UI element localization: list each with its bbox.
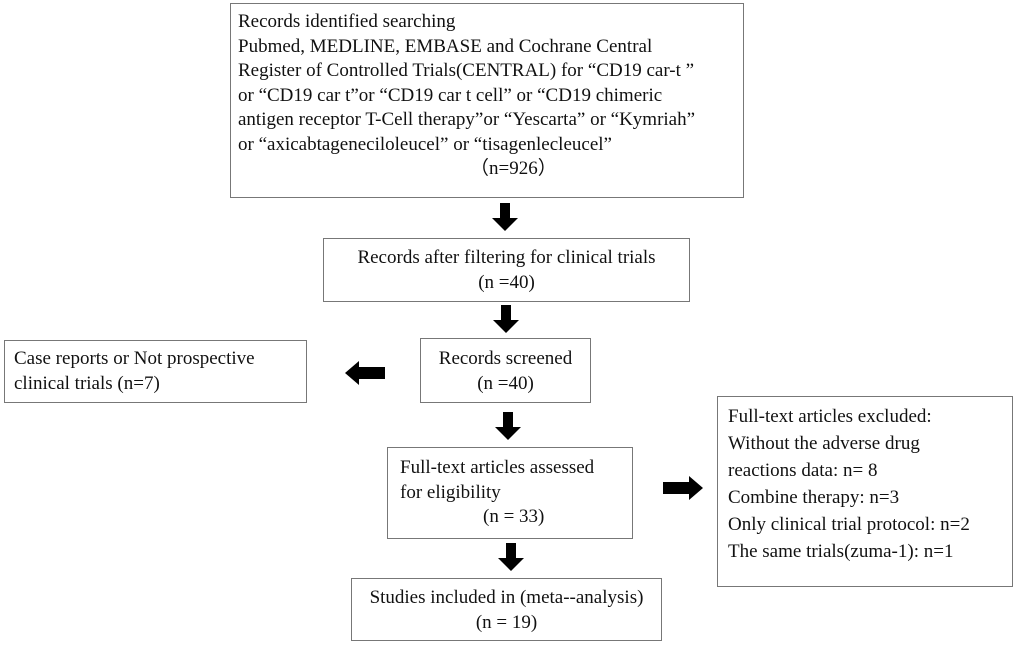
- records-identified-box: Records identified searching Pubmed, MED…: [230, 3, 744, 198]
- identified-line-2: Pubmed, MEDLINE, EMBASE and Cochrane Cen…: [238, 35, 653, 57]
- assessed-count: (n = 33): [483, 506, 545, 527]
- case-reports-box: Case reports or Not prospective clinical…: [4, 340, 307, 403]
- arrow-left-case-reports: [345, 361, 385, 385]
- screened-count: (n =40): [477, 372, 534, 394]
- assessed-line-1: Full-text articles assessed: [400, 457, 595, 478]
- excluded-line-3: reactions data: n= 8: [728, 460, 878, 481]
- studies-included-box: Studies included in (meta--analysis) (n …: [351, 578, 662, 641]
- excluded-line-6: The same trials(zuma-1): n=1: [728, 541, 954, 562]
- arrow-right-excluded: [663, 476, 703, 500]
- arrow-down-3: [495, 412, 521, 440]
- excluded-line-4: Combine therapy: n=3: [728, 487, 900, 508]
- case-reports-line-2: clinical trials (n=7): [14, 372, 160, 394]
- full-text-excluded-box: Full-text articles excluded: Without the…: [717, 396, 1013, 587]
- identified-line-1: Records identified searching: [238, 11, 456, 32]
- screened-title: Records screened: [438, 348, 573, 369]
- arrow-down-2: [493, 305, 519, 333]
- records-screened-box: Records screened (n =40): [420, 338, 591, 403]
- excluded-line-5: Only clinical trial protocol: n=2: [728, 514, 970, 535]
- identified-line-3: Register of Controlled Trials(CENTRAL) f…: [238, 60, 695, 81]
- full-text-assessed-box: Full-text articles assessed for eligibil…: [387, 447, 633, 539]
- case-reports-line-1: Case reports or Not prospective: [14, 348, 255, 369]
- arrow-down-1: [492, 203, 518, 231]
- arrow-down-4: [498, 543, 524, 571]
- records-filtered-box: Records after filtering for clinical tri…: [323, 238, 690, 302]
- filtered-title: Records after filtering for clinical tri…: [357, 247, 656, 268]
- assessed-line-2: for eligibility: [400, 481, 501, 503]
- filtered-count: (n =40): [478, 271, 535, 293]
- identified-line-5: antigen receptor T-Cell therapy”or “Yesc…: [238, 109, 696, 130]
- included-count: (n = 19): [475, 611, 538, 633]
- identified-line-4: or “CD19 car t”or “CD19 car t cell” or “…: [238, 84, 663, 106]
- identified-line-6: or “axicabtageneciloleucel” or “tisagenl…: [238, 133, 612, 155]
- identified-count: （n=926）: [470, 158, 557, 179]
- included-title: Studies included in (meta--analysis): [369, 587, 644, 608]
- excluded-line-1: Full-text articles excluded:: [728, 406, 932, 427]
- excluded-line-2: Without the adverse drug: [728, 433, 920, 454]
